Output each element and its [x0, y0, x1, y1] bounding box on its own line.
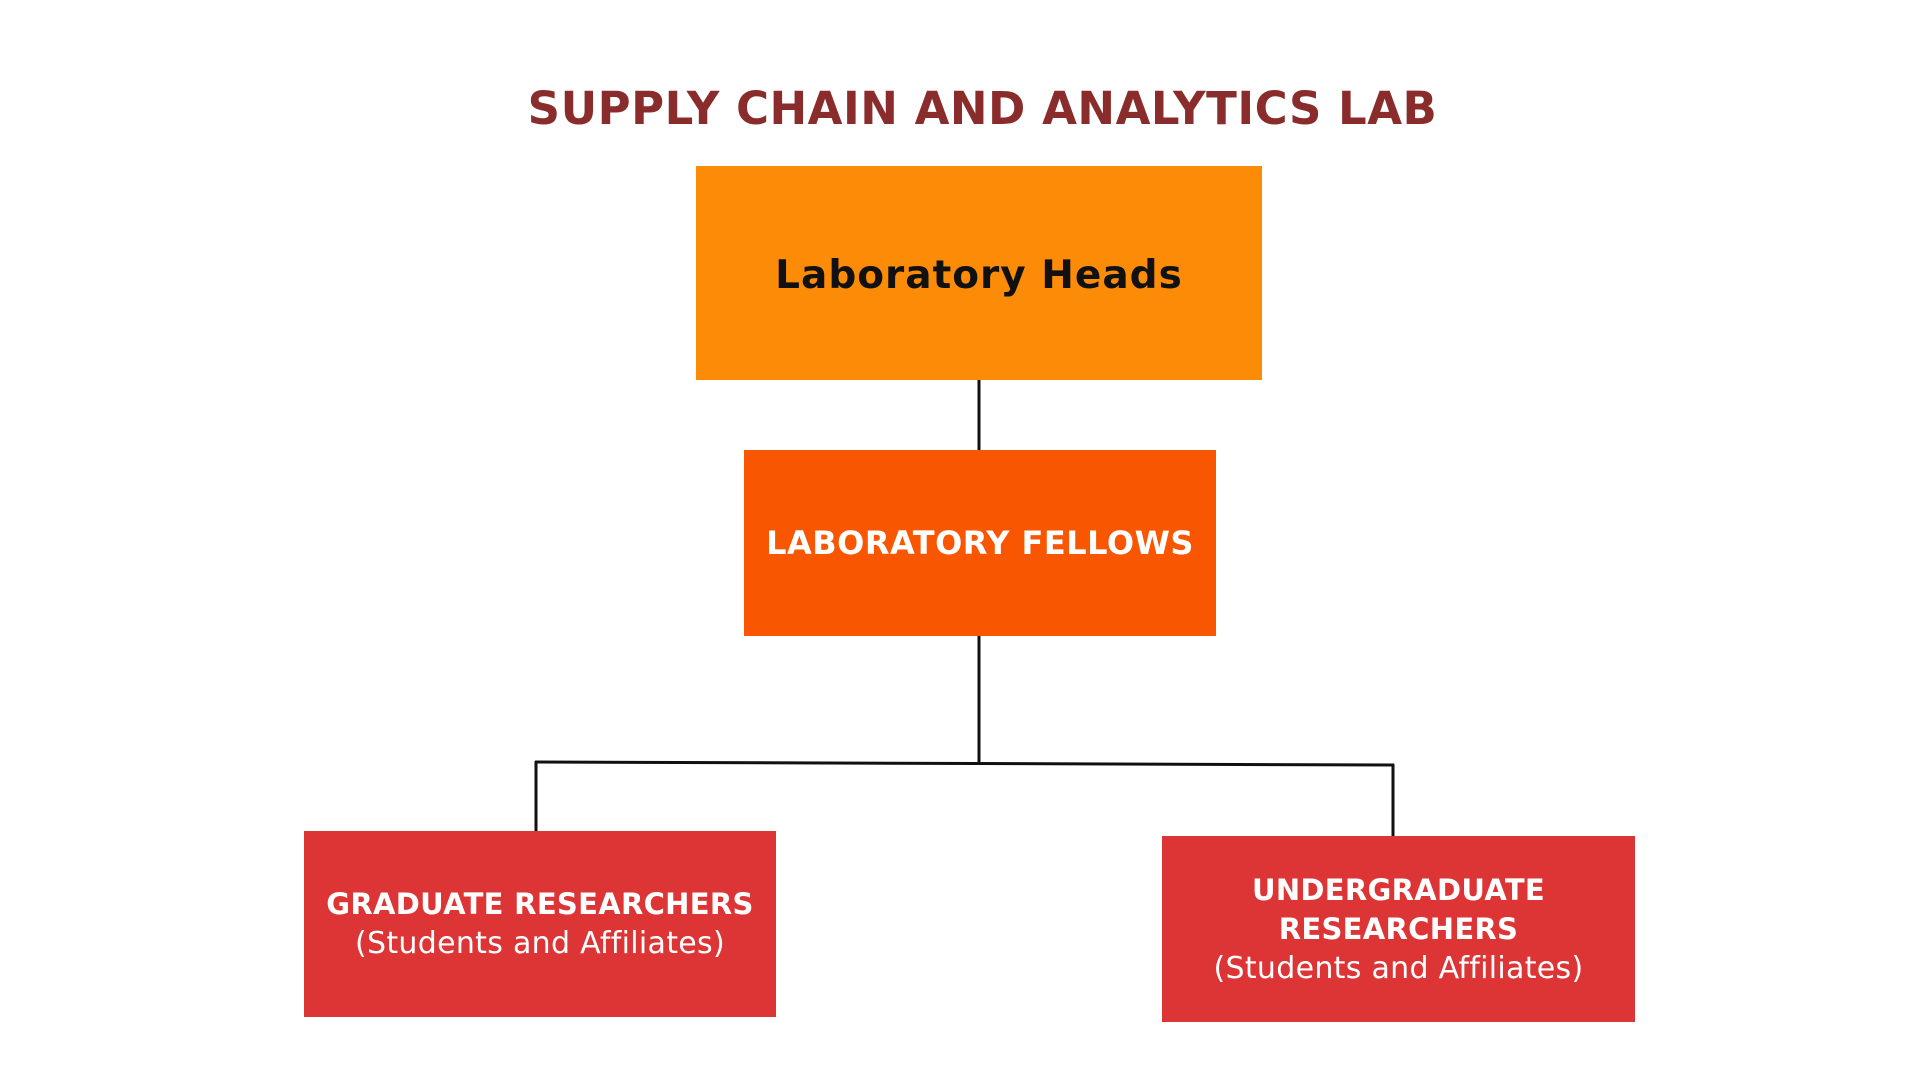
node-graduate-researchers: GRADUATE RESEARCHERS (Students and Affil… — [304, 831, 776, 1017]
node-graduate-researchers-subtitle: (Students and Affiliates) — [355, 926, 725, 961]
node-laboratory-fellows-label: LABORATORY FELLOWS — [766, 524, 1194, 562]
node-laboratory-heads: Laboratory Heads — [696, 166, 1262, 380]
node-undergraduate-researchers: UNDERGRADUATE RESEARCHERS (Students and … — [1162, 836, 1635, 1022]
node-graduate-researchers-label: GRADUATE RESEARCHERS — [326, 887, 754, 921]
node-undergraduate-researchers-label: UNDERGRADUATE RESEARCHERS — [1251, 872, 1546, 946]
node-undergraduate-researchers-subtitle: (Students and Affiliates) — [1213, 950, 1584, 986]
node-laboratory-heads-label: Laboratory Heads — [775, 252, 1183, 298]
diagram-title: SUPPLY CHAIN AND ANALYTICS LAB — [527, 82, 1438, 135]
node-laboratory-fellows: LABORATORY FELLOWS — [744, 450, 1216, 636]
connector-horizontal — [534, 760, 1395, 767]
